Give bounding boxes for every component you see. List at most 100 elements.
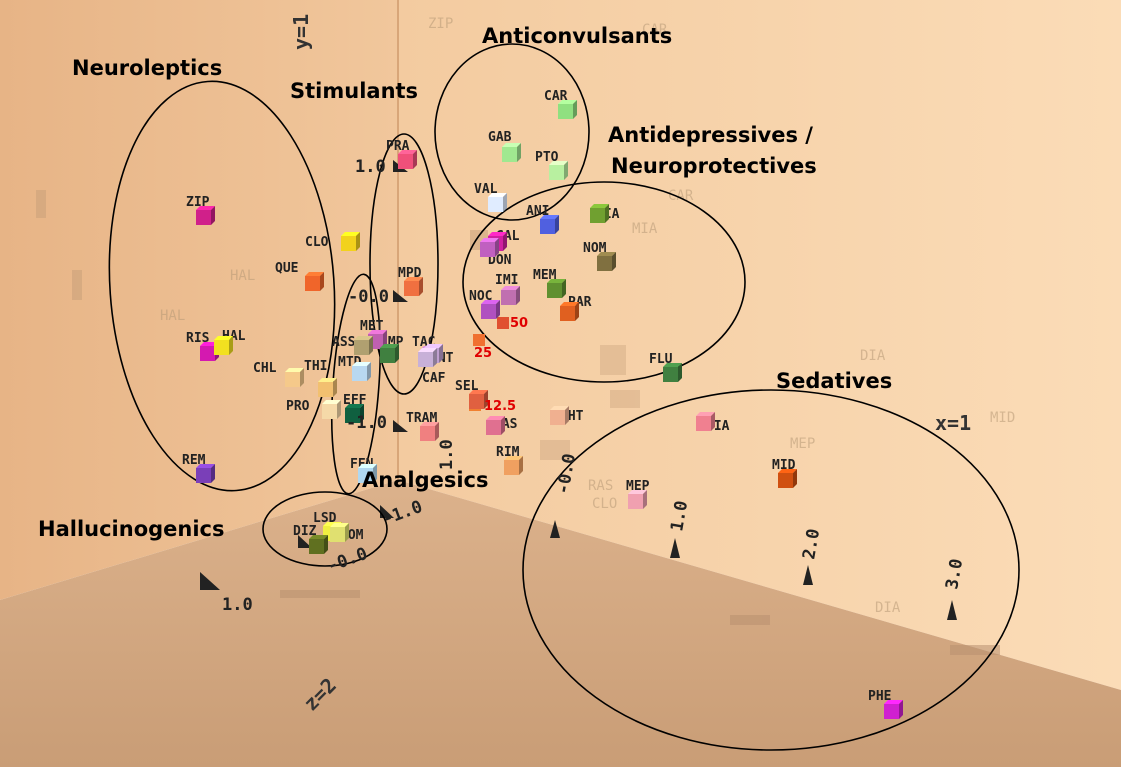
point-label-gab: GAB <box>488 130 512 145</box>
data-point-fen <box>358 464 377 483</box>
data-point-sel <box>469 390 488 409</box>
concentration-marker-0 <box>497 317 509 329</box>
data-point-pto <box>549 161 568 180</box>
axis-name-1: x=1 <box>935 411 971 435</box>
ghost-shadows: ZIP CAR CAR MIA DIA MID MEP HAL HAL CLO … <box>36 16 1015 655</box>
data-point-diz <box>309 535 328 554</box>
data-point-hal <box>214 336 233 355</box>
svg-text:CAR: CAR <box>642 22 668 38</box>
data-point-dom <box>330 523 349 542</box>
tick-label-0: 1.0 <box>355 157 386 177</box>
svg-text:DIA: DIA <box>875 600 901 616</box>
svg-text:RAS: RAS <box>588 478 613 494</box>
concentration-marker-1 <box>473 334 485 346</box>
axis-markers <box>200 160 957 620</box>
data-point-pra <box>398 150 417 169</box>
data-point-car <box>558 100 577 119</box>
group-ellipse-6 <box>262 491 388 567</box>
points-layer <box>196 100 903 719</box>
group-ellipse-3 <box>434 43 590 221</box>
data-point-mid <box>778 469 797 488</box>
point-label-thi: THI <box>304 359 327 374</box>
data-point-rem <box>196 464 215 483</box>
data-point-noc <box>481 300 500 319</box>
point-label-ris: RIS <box>186 331 210 346</box>
point-label-phe: PHE <box>868 689 891 704</box>
group-label-sedatives: Sedatives <box>776 369 892 393</box>
point-label-caf: CAF <box>422 371 446 386</box>
data-point-clo <box>341 232 360 251</box>
data-point-mtd <box>352 362 371 381</box>
tick-label-3: 1.0 <box>222 595 253 615</box>
group-ellipse-1 <box>369 133 439 395</box>
concentration-label-12.5: 12.5 <box>484 399 516 414</box>
data-point-ass <box>354 336 373 355</box>
point-label-nom: NOM <box>583 241 607 256</box>
data-point-imi <box>501 286 520 305</box>
point-label-pto: PTO <box>535 150 559 165</box>
group-ellipse-5 <box>522 389 1020 751</box>
group-ellipse-4 <box>462 181 746 383</box>
group-ellipses <box>108 43 1020 751</box>
svg-text:MIA: MIA <box>632 221 658 237</box>
group-label-anticonvulsants: Anticonvulsants <box>482 24 672 48</box>
data-point-tram <box>420 422 439 441</box>
group-ellipse-0 <box>108 80 336 492</box>
data-point-caf <box>418 348 437 367</box>
tick-label-2: -1.0 <box>346 413 387 433</box>
data-point-zip <box>196 206 215 225</box>
concentration-label-25: 25 <box>474 346 492 361</box>
data-point-val <box>488 193 507 212</box>
data-point-don <box>480 238 499 257</box>
point-label-chl: CHL <box>253 361 277 376</box>
concentration-label-50: 50 <box>510 316 528 331</box>
svg-text:MEP: MEP <box>790 436 815 452</box>
svg-text:HAL: HAL <box>160 308 185 324</box>
svg-text:CAR: CAR <box>668 188 694 204</box>
data-point-mpd <box>404 277 423 296</box>
group-label-neuroprotectives: Neuroprotectives <box>611 154 817 178</box>
point-label-clo: CLO <box>305 235 329 250</box>
point-label-diz: DIZ <box>293 524 317 539</box>
svg-text:MID: MID <box>990 410 1015 426</box>
group-label-neuroleptics: Neuroleptics <box>72 56 222 80</box>
point-label-ani: ANI <box>526 204 549 219</box>
data-point-phe <box>884 700 903 719</box>
point-label-val: VAL <box>474 182 498 197</box>
point-label-sel: SEL <box>455 379 479 394</box>
point-label-pro: PRO <box>286 399 310 414</box>
data-point-mem <box>547 279 566 298</box>
point-label-car: CAR <box>544 89 568 104</box>
data-point-dia <box>696 412 715 431</box>
data-point-amp <box>380 344 399 363</box>
data-point-ani <box>540 215 559 234</box>
floor <box>0 480 1121 767</box>
point-label-imi: IMI <box>495 273 518 288</box>
tick-label-6: 1.0 <box>437 439 457 470</box>
data-point-gab <box>502 143 521 162</box>
svg-text:ZIP: ZIP <box>428 16 453 32</box>
axis-name-0: y=1 <box>289 14 313 50</box>
data-point-que <box>305 272 324 291</box>
point-label-rem: REM <box>182 453 206 468</box>
data-point-mep <box>628 490 647 509</box>
svg-text:CLO: CLO <box>592 496 617 512</box>
data-point-mht <box>550 406 569 425</box>
group-label-analgesics: Analgesics <box>362 468 489 492</box>
tick-label-1: -0.0 <box>348 287 389 307</box>
data-point-thi <box>318 378 337 397</box>
point-label-que: QUE <box>275 261 298 276</box>
data-point-ras <box>486 416 505 435</box>
group-label-antidepressives-: Antidepressives / <box>608 123 813 147</box>
svg-text:DIA: DIA <box>860 348 886 364</box>
svg-text:HAL: HAL <box>230 268 255 284</box>
data-point-flu <box>663 363 682 382</box>
point-label-ass: ASS <box>332 335 356 350</box>
data-point-rim <box>504 456 523 475</box>
data-point-eff <box>345 404 364 423</box>
data-point-nom <box>597 252 616 271</box>
right-wall <box>398 0 1121 690</box>
data-point-mia <box>590 204 609 223</box>
data-point-chl <box>285 368 304 387</box>
